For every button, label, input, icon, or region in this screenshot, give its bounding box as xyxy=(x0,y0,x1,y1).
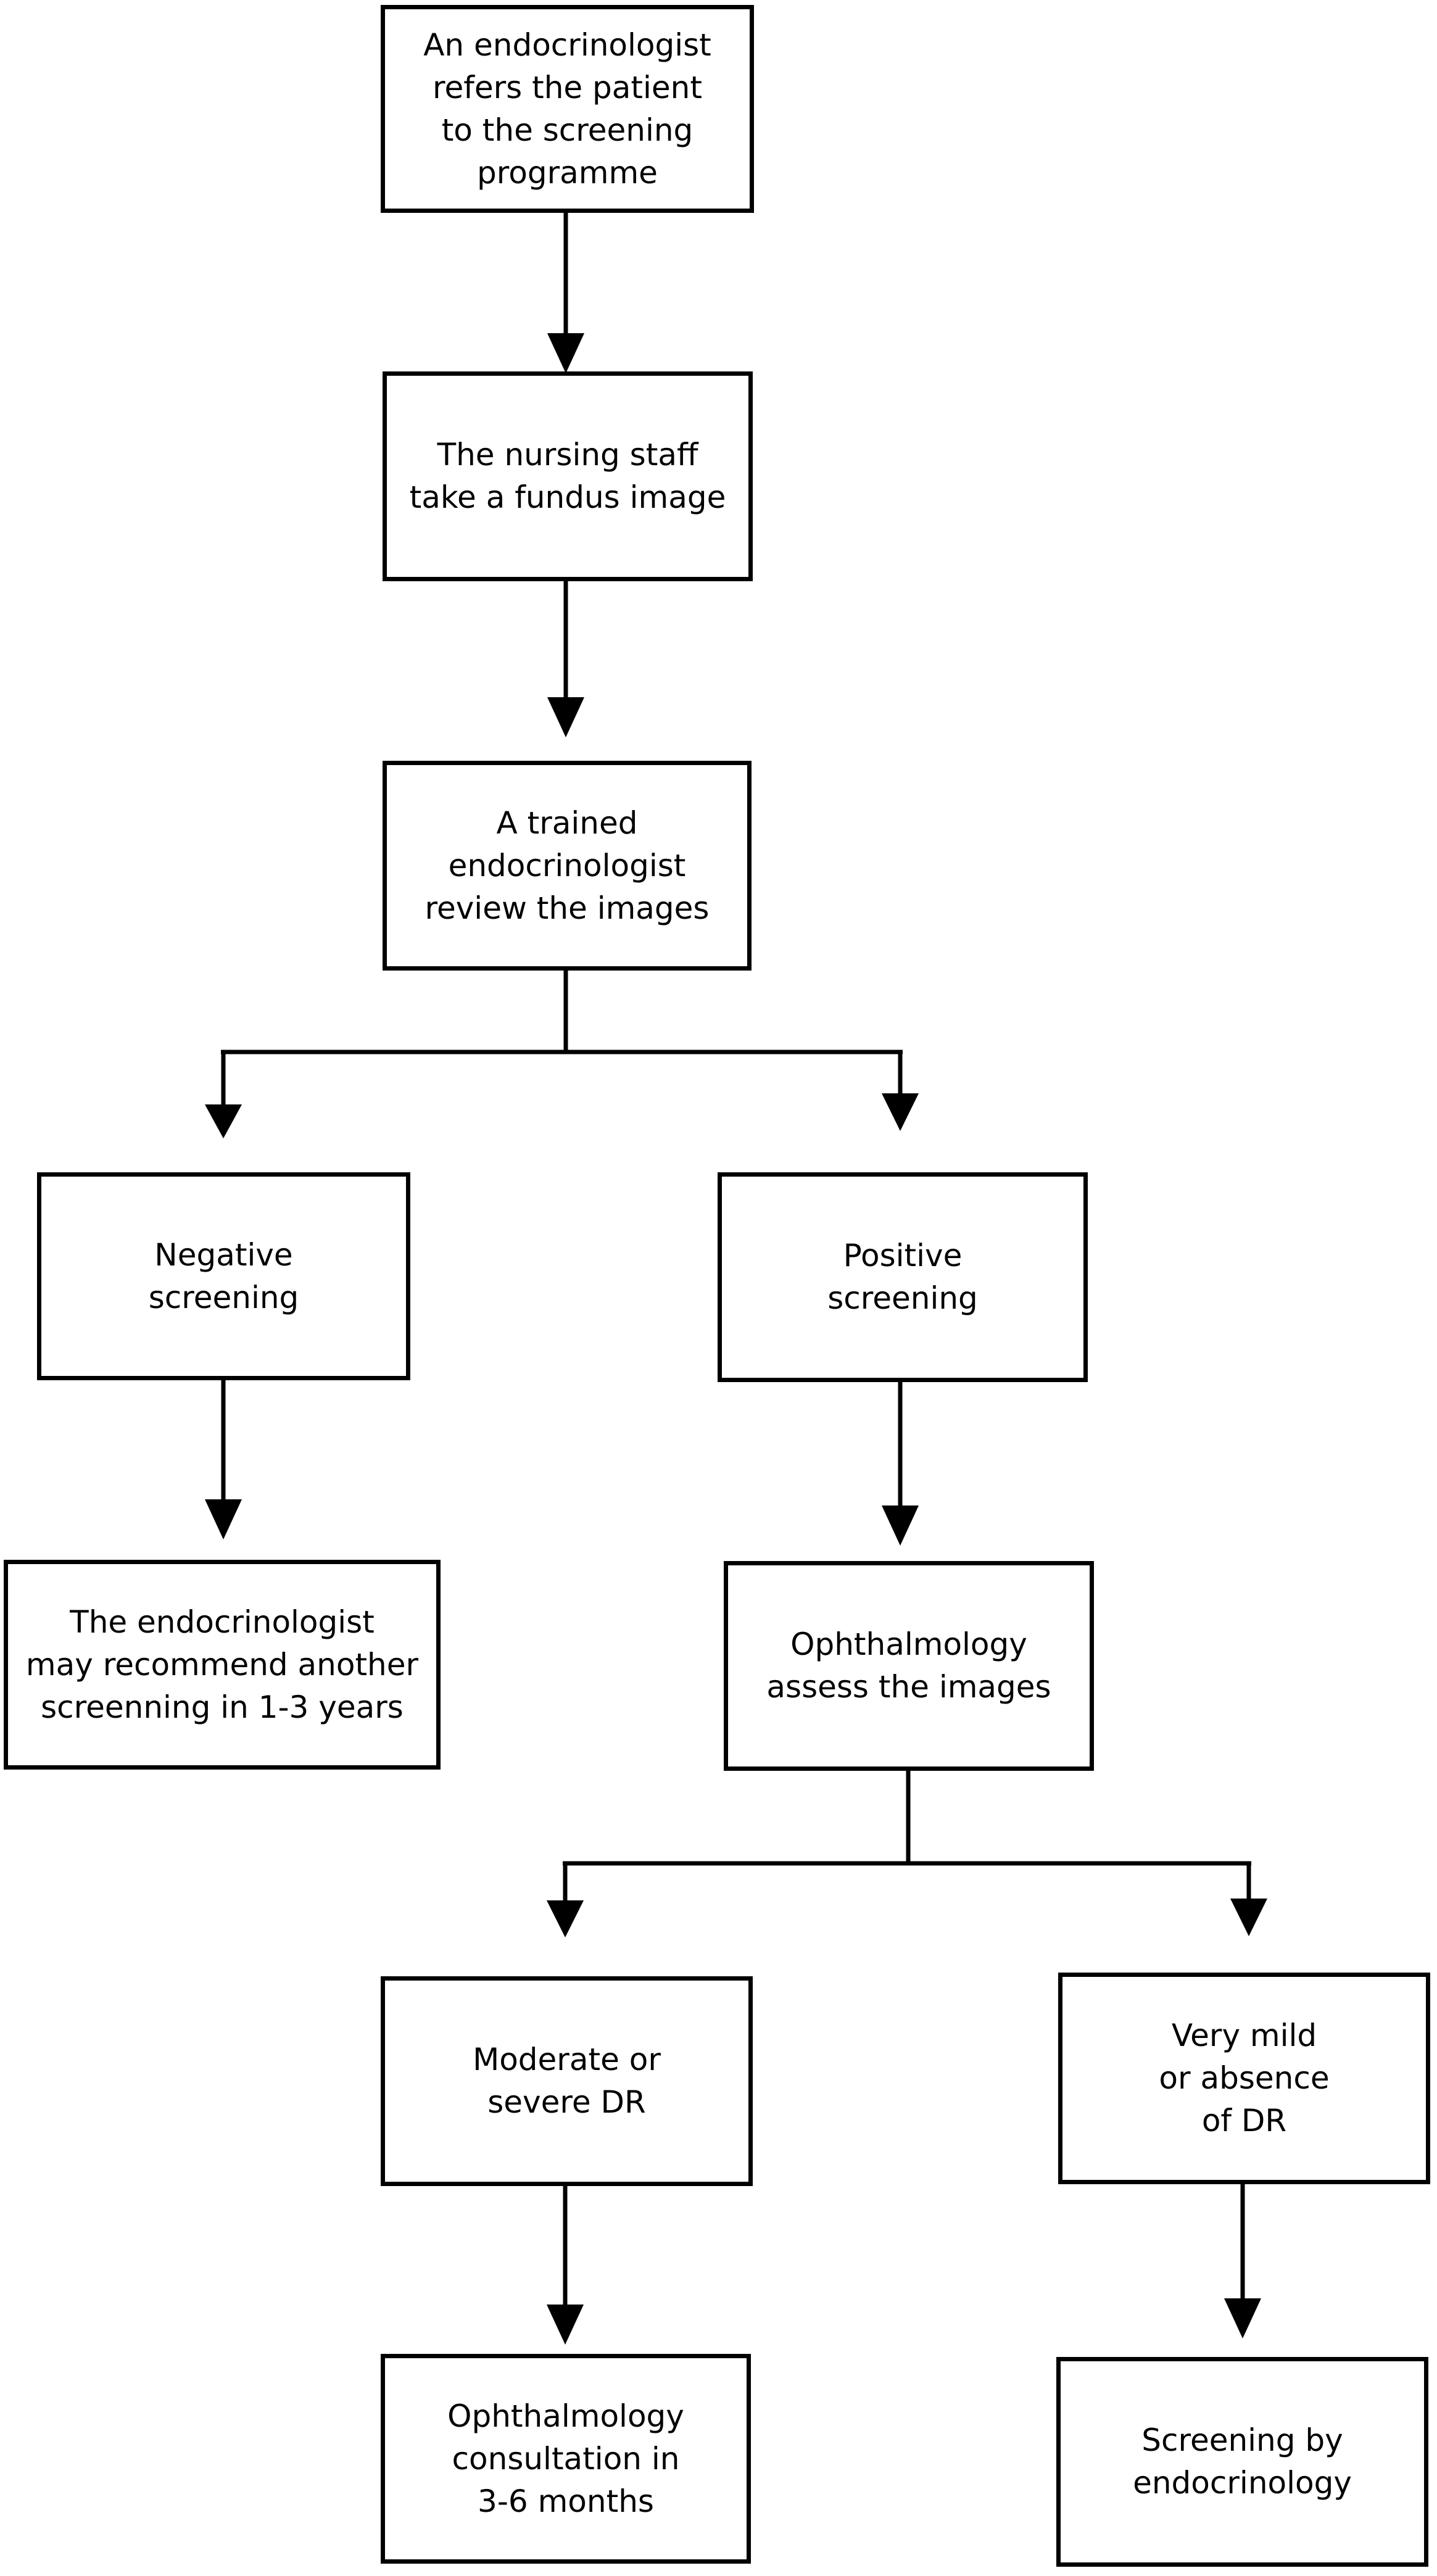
node-referral: An endocrinologist refers the patient to… xyxy=(381,5,754,213)
node-ophthalmology-consultation: Ophthalmology consultation in 3-6 months xyxy=(381,2354,751,2564)
node-positive-screening-label: Positive screening xyxy=(827,1238,978,1316)
arrowhead-negative xyxy=(205,1104,242,1138)
node-ophthalmology-consultation-label: Ophthalmology consultation in 3-6 months xyxy=(447,2398,684,2519)
arrowhead-endo-screening xyxy=(1224,2298,1261,2338)
node-referral-label: An endocrinologist refers the patient to… xyxy=(423,27,711,191)
node-fundus-image-label: The nursing staff take a fundus image xyxy=(409,437,726,515)
node-rescreen-label: The endocrinologist may recommend anothe… xyxy=(25,1604,419,1725)
arrowhead-ophthalmology xyxy=(882,1505,919,1546)
node-ophthalmology-assess: Ophthalmology assess the images xyxy=(724,1561,1094,1771)
arrowhead-rescreen xyxy=(205,1499,242,1539)
node-positive-screening: Positive screening xyxy=(718,1172,1088,1382)
arrowhead-positive xyxy=(882,1093,919,1131)
node-negative-screening-label: Negative screening xyxy=(148,1236,299,1315)
node-review-label: A trained endocrinologist review the ima… xyxy=(424,805,710,926)
node-very-mild-dr-label: Very mild or absence of DR xyxy=(1159,2018,1330,2139)
arrowhead-very-mild xyxy=(1230,1899,1267,1936)
node-endocrinology-screening-label: Screening by endocrinology xyxy=(1133,2422,1352,2501)
node-ophthalmology-assess-label: Ophthalmology assess the images xyxy=(766,1626,1051,1705)
arrowhead-fundus-image xyxy=(547,333,584,373)
arrowhead-consultation xyxy=(547,2305,584,2345)
node-moderate-severe-dr: Moderate or severe DR xyxy=(381,1976,753,2186)
arrowhead-review xyxy=(547,697,584,737)
node-endocrinology-screening: Screening by endocrinology xyxy=(1056,2357,1428,2567)
node-rescreen: The endocrinologist may recommend anothe… xyxy=(4,1560,441,1770)
node-very-mild-dr: Very mild or absence of DR xyxy=(1058,1973,1430,2184)
arrowhead-moderate xyxy=(547,1900,584,1937)
node-review: A trained endocrinologist review the ima… xyxy=(383,761,752,971)
node-negative-screening: Negative screening xyxy=(37,1172,410,1380)
node-moderate-severe-dr-label: Moderate or severe DR xyxy=(473,2042,661,2120)
node-fundus-image: The nursing staff take a fundus image xyxy=(383,371,753,581)
